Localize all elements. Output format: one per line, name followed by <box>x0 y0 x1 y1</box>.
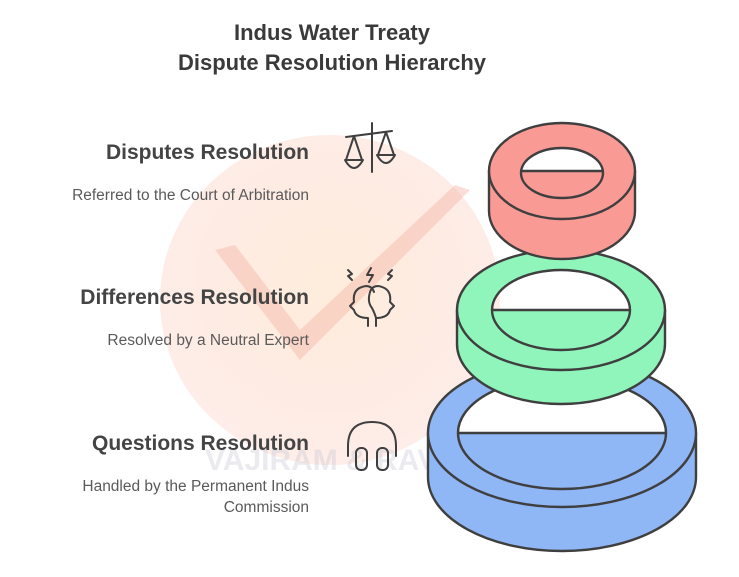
level-description: Resolved by a Neutral Expert <box>107 332 309 349</box>
level-differences: Differences Resolution Resolved by a Neu… <box>80 284 309 351</box>
title-line-2: Dispute Resolution Hierarchy <box>177 50 487 75</box>
level-questions: Questions Resolution Handled by the Perm… <box>19 430 309 518</box>
scales-icon <box>344 122 396 173</box>
level-disputes: Disputes Resolution Referred to the Cour… <box>72 139 309 206</box>
title-line-1: Indus Water Treaty <box>233 20 430 45</box>
level-heading: Questions Resolution <box>91 432 309 455</box>
diagram-title: Indus Water Treaty Dispute Resolution Hi… <box>0 18 664 78</box>
watermark-text: VAJIRAM & RAVI <box>205 444 446 477</box>
two-heads-thinking-icon <box>347 267 395 327</box>
level-description: Referred to the Court of Arbitration <box>72 187 309 204</box>
level-description: Handled by the Permanent Indus Commissio… <box>82 478 309 516</box>
ring-disputes <box>487 121 637 261</box>
level-heading: Disputes Resolution <box>105 141 309 164</box>
level-heading: Differences Resolution <box>80 286 309 309</box>
headphones-icon <box>347 421 397 471</box>
ring-differences <box>455 248 667 406</box>
